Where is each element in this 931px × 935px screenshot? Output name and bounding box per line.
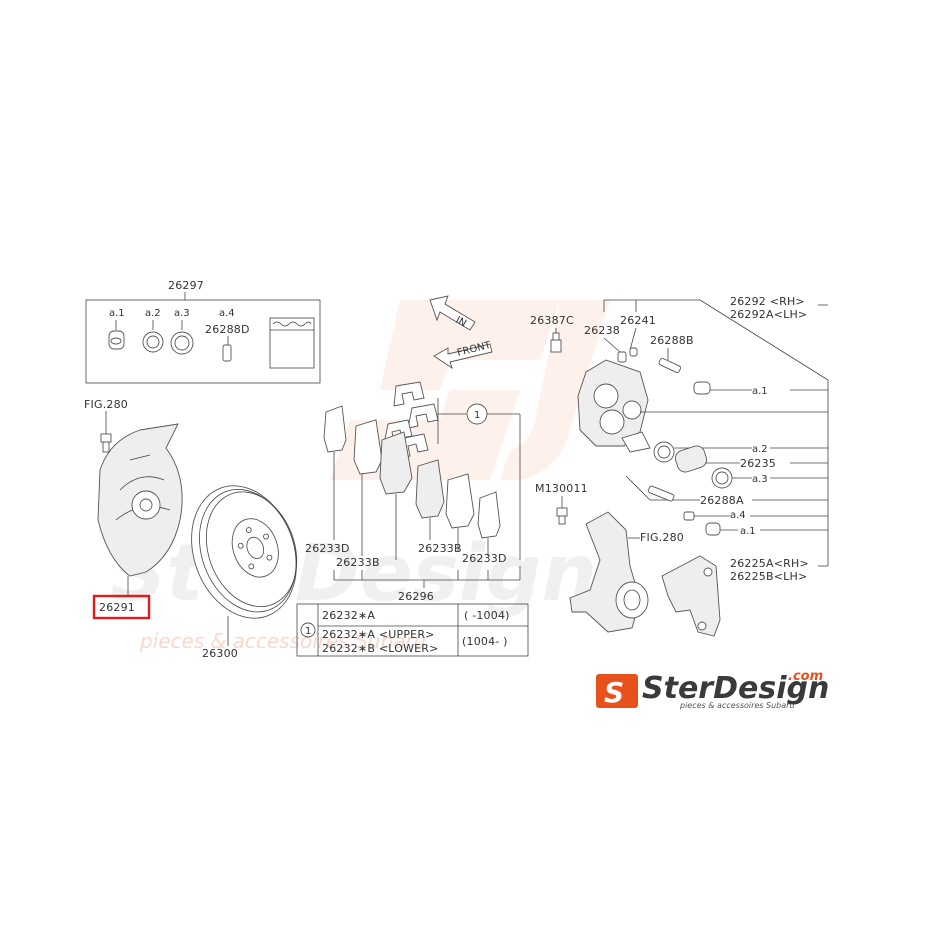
- label-support-rh: 26225A<RH>: [730, 557, 809, 570]
- label-pin-a1: a.1: [740, 526, 756, 537]
- label-shim-b-right: 26233B: [418, 542, 462, 555]
- label-caliper-lh: 26292A<LH>: [730, 308, 807, 321]
- guide-pin-a-part: [647, 485, 675, 502]
- label-kit: 26297: [168, 279, 204, 292]
- label-piston-a2: a.2: [752, 444, 768, 455]
- label-rotor: 26300: [202, 647, 238, 660]
- knuckle-group: M130011 FIG.280: [535, 482, 721, 637]
- caliper-group: 26387C 26238 26241 26288B 26292 <RH> 262…: [530, 295, 829, 583]
- brand-logo: S SterDesign .com pieces & accessoires S…: [596, 669, 829, 710]
- label-kit-a3: a.3: [174, 308, 190, 319]
- table-row-2-part-b: 26232∗B <LOWER>: [322, 642, 439, 655]
- label-bleeder: 26387C: [530, 314, 574, 327]
- logo-mark-bg: [596, 674, 638, 708]
- ref-table: 1 26232∗A ( -1004) 26232∗A <UPPER> 26232…: [296, 603, 529, 657]
- watermark-tagline: pieces & accessoires Subaru: [139, 629, 426, 653]
- boot-pin-a1-part: [705, 522, 721, 536]
- label-pin-boot: 26288D: [205, 323, 250, 336]
- ring-part: [170, 331, 194, 355]
- label-piston: 26235: [740, 457, 776, 470]
- ring-a3-part: [711, 467, 733, 489]
- backing-plate-group: FIG.280 26291: [84, 398, 183, 620]
- shim-d-right-part: [477, 491, 501, 539]
- guide-pin-b-part: [658, 357, 682, 374]
- label-kit-a1: a.1: [109, 308, 125, 319]
- label-fig-top: FIG.280: [84, 398, 128, 411]
- label-kit-a4: a.4: [219, 308, 235, 319]
- kit-box: 26297 a.1 a.2 a.3 a.4 26288D: [85, 279, 321, 384]
- label-caliper-rh: 26292 <RH>: [730, 295, 805, 308]
- table-row-1-part: 26232∗A: [322, 609, 375, 622]
- label-fig-knuckle: FIG.280: [640, 531, 684, 544]
- cap-part: [617, 347, 638, 363]
- logo-mark: S: [604, 676, 624, 709]
- pad-clip-upper: [393, 381, 439, 429]
- label-circle-ref: 1: [474, 410, 480, 421]
- logo-name: SterDesign: [642, 671, 829, 706]
- caliper-body-part: [577, 359, 651, 453]
- pad-inner-part: [379, 431, 413, 495]
- rotor-group: 26300: [191, 485, 298, 660]
- grease-packet: [269, 317, 315, 369]
- label-pin-a: 26288A: [700, 494, 744, 507]
- logo-tagline: pieces & accessoires Subaru: [679, 701, 795, 710]
- arrow-in: IN: [429, 295, 476, 331]
- watermark-brand: SterDesign: [110, 529, 597, 619]
- pin-part: [222, 344, 232, 362]
- label-cap-26238: 26238: [584, 324, 620, 337]
- label-piston-a1: a.1: [752, 386, 768, 397]
- label-pad-kit: 26296: [398, 590, 434, 603]
- pad-outer-part: [415, 459, 445, 519]
- pin-a4-part: [683, 511, 695, 521]
- table-ref: 1: [305, 626, 311, 637]
- table-row-2-range: (1004- ): [462, 635, 508, 648]
- caliper-support-part: [661, 555, 721, 637]
- label-shim-d-right: 26233D: [462, 552, 507, 565]
- piston-part: [674, 445, 708, 473]
- logo-suffix: .com: [788, 669, 823, 684]
- rotor-part: [191, 485, 298, 619]
- shim-b-left-part: [353, 419, 383, 475]
- label-shim-b-left: 26233B: [336, 556, 380, 569]
- seal-a2-part: [653, 441, 675, 463]
- pad-group: 1 26233D 26233B 26233B 26233D 26296: [305, 381, 521, 603]
- highlight-box: [92, 594, 151, 620]
- label-cap-26241: 26241: [620, 314, 656, 327]
- label-bolt-m: M130011: [535, 482, 588, 495]
- seal-part: [142, 331, 164, 353]
- bleeder-screw-part: [550, 332, 562, 353]
- bolt-part: [100, 433, 112, 453]
- label-pin-a4: a.4: [730, 510, 746, 521]
- label-backing-plate: 26291: [99, 601, 135, 614]
- table-row-2-part-a: 26232∗A <UPPER>: [322, 628, 435, 641]
- table-row-1-range: ( -1004): [464, 609, 510, 622]
- mount-bolt-part: [556, 507, 568, 525]
- label-support-lh: 26225B<LH>: [730, 570, 807, 583]
- boot-part: [108, 330, 125, 350]
- label-pin-b: 26288B: [650, 334, 694, 347]
- label-kit-a2: a.2: [145, 308, 161, 319]
- label-piston-a3: a.3: [752, 474, 768, 485]
- shim-b-right-part: [445, 473, 475, 529]
- label-arrow-in: IN: [454, 315, 468, 330]
- label-shim-d-left: 26233D: [305, 542, 350, 555]
- shim-d-left-part: [323, 405, 347, 453]
- boot-a1-part: [693, 381, 711, 395]
